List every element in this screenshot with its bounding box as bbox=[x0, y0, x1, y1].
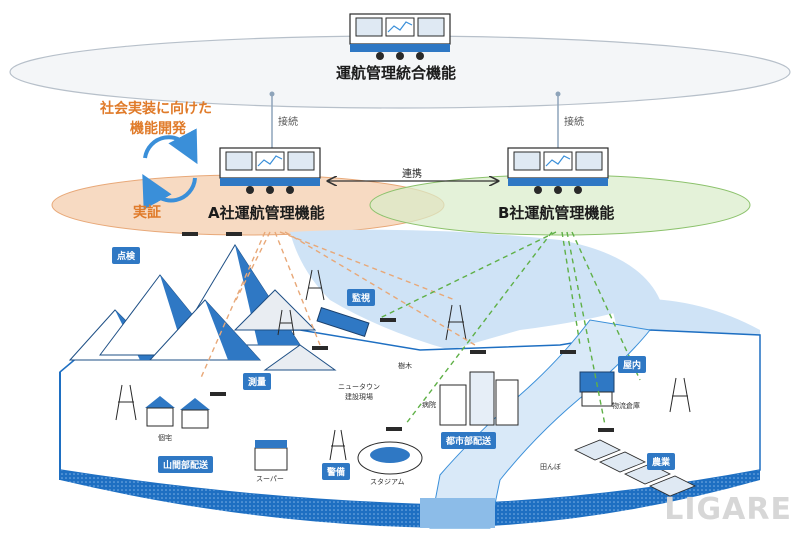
company-b-links bbox=[379, 231, 641, 426]
company-a-links bbox=[199, 231, 476, 381]
tag-urban-delivery: 都市部配送 bbox=[441, 432, 497, 449]
place-new-town: ニュータウン 建設現場 bbox=[338, 383, 380, 401]
train bbox=[316, 306, 370, 338]
connect-label-right: 接続 bbox=[564, 117, 584, 128]
connect-label-left: 接続 bbox=[278, 117, 298, 128]
place-rice-field: 田んぼ bbox=[540, 463, 561, 471]
place-house: 個宅 bbox=[158, 434, 172, 442]
drones bbox=[182, 232, 614, 432]
mountains bbox=[68, 244, 317, 361]
dev-cycle-title-2: 機能開発 bbox=[130, 121, 186, 137]
houses bbox=[145, 396, 288, 471]
tag-mountain-delivery: 山間部配送 bbox=[158, 456, 214, 473]
verification-label: 実証 bbox=[133, 205, 161, 221]
place-hospital: 病院 bbox=[422, 401, 436, 409]
integration-label: 運航管理統合機能 bbox=[336, 64, 457, 82]
place-stadium: スタジアム bbox=[370, 478, 405, 486]
place-trees: 樹木 bbox=[398, 362, 412, 370]
tag-security: 警備 bbox=[322, 463, 351, 480]
cooperation-label: 連携 bbox=[402, 169, 422, 180]
company-b-label: B社運航管理機能 bbox=[498, 204, 615, 222]
tag-agriculture: 農業 bbox=[647, 453, 676, 470]
company-b-center-icon bbox=[507, 147, 609, 194]
watermark: LIGARE bbox=[664, 492, 792, 527]
towers bbox=[115, 269, 691, 461]
place-supermarket: スーパー bbox=[256, 475, 284, 483]
city-buildings bbox=[439, 371, 615, 426]
dev-cycle-icon bbox=[142, 128, 198, 210]
river-mouth bbox=[420, 498, 495, 528]
tag-inspection: 点検 bbox=[112, 247, 141, 264]
tag-monitoring: 監視 bbox=[347, 289, 376, 306]
tag-survey: 測量 bbox=[243, 373, 272, 390]
company-a-center-icon bbox=[219, 147, 321, 194]
integration-center-icon bbox=[349, 13, 451, 60]
tag-indoor: 屋内 bbox=[618, 356, 647, 373]
place-warehouse: 物流倉庫 bbox=[612, 402, 640, 410]
company-a-label: A社運航管理機能 bbox=[208, 204, 325, 222]
dev-cycle-title-1: 社会実装に向けた bbox=[100, 101, 212, 117]
stadium bbox=[357, 441, 423, 475]
